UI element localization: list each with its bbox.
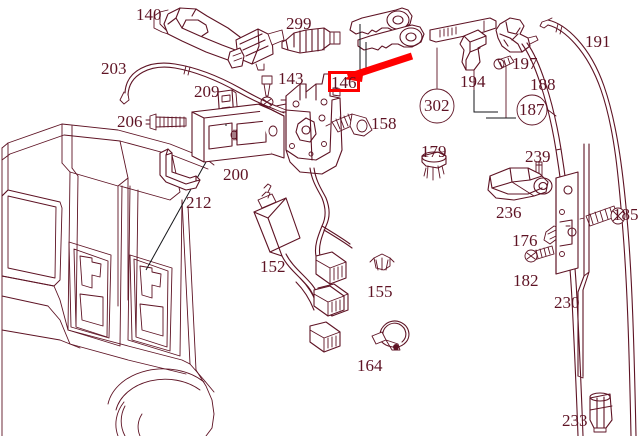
part-233-bushing <box>589 392 613 433</box>
part-label-233[interactable]: 233 <box>562 411 588 430</box>
highlight-box-146 <box>328 71 360 92</box>
part-236-lever <box>487 167 553 201</box>
part-label-236[interactable]: 236 <box>496 203 522 222</box>
part-158-bolt <box>325 113 373 137</box>
part-212-pull-handle <box>159 148 201 191</box>
part-143-screw <box>260 75 274 108</box>
part-label-179[interactable]: 179 <box>421 142 447 161</box>
part-label-158[interactable]: 158 <box>371 114 397 133</box>
part-191-cable <box>539 19 637 436</box>
part-label-299[interactable]: 299 <box>286 14 312 33</box>
part-label-152[interactable]: 152 <box>260 257 286 276</box>
part-200-escutcheon <box>191 103 285 163</box>
part-299-lock-cylinder <box>281 27 341 54</box>
part-label-155[interactable]: 155 <box>367 282 393 301</box>
part-striker-plate <box>555 171 579 275</box>
part-label-188[interactable]: 188 <box>530 75 556 94</box>
part-164-clamp <box>371 320 410 351</box>
part-146-lock-mechanism <box>275 73 353 317</box>
part-197-latch <box>495 17 539 53</box>
part-194-wedge <box>459 29 498 113</box>
part-label-143[interactable]: 143 <box>278 69 304 88</box>
part-206-screw <box>145 113 187 131</box>
part-182-screw <box>524 245 555 263</box>
part-140-door-handle <box>153 7 285 71</box>
part-label-182[interactable]: 182 <box>513 271 539 290</box>
part-203-cable <box>119 62 291 117</box>
part-label-230[interactable]: 230 <box>554 293 580 312</box>
part-label-302[interactable]: 302 <box>424 96 450 115</box>
part-label-176[interactable]: 176 <box>512 231 538 250</box>
part-label-191[interactable]: 191 <box>585 32 611 51</box>
part-label-140[interactable]: 140 <box>136 5 162 24</box>
part-label-164[interactable]: 164 <box>357 356 383 375</box>
part-label-185[interactable]: 185 <box>613 205 639 224</box>
part-302-keys <box>349 7 497 124</box>
part-label-197[interactable]: 197 <box>512 54 538 73</box>
part-label-203[interactable]: 203 <box>101 59 127 78</box>
part-155-clip <box>369 253 395 271</box>
part-179-grommet <box>421 151 447 181</box>
part-label-239[interactable]: 239 <box>525 147 551 166</box>
part-label-194[interactable]: 194 <box>460 72 486 91</box>
part-230-rod <box>577 143 590 379</box>
vehicle-body-outline <box>1 123 215 436</box>
part-152-actuator <box>253 183 345 353</box>
part-label-209[interactable]: 209 <box>194 82 220 101</box>
part-label-187[interactable]: 187 <box>519 100 545 119</box>
part-label-146[interactable]: 146 <box>331 73 357 92</box>
part-label-212[interactable]: 212 <box>186 193 212 212</box>
part-label-200[interactable]: 200 <box>223 165 249 184</box>
part-197-screw <box>493 55 515 119</box>
part-label-206[interactable]: 206 <box>117 112 143 131</box>
